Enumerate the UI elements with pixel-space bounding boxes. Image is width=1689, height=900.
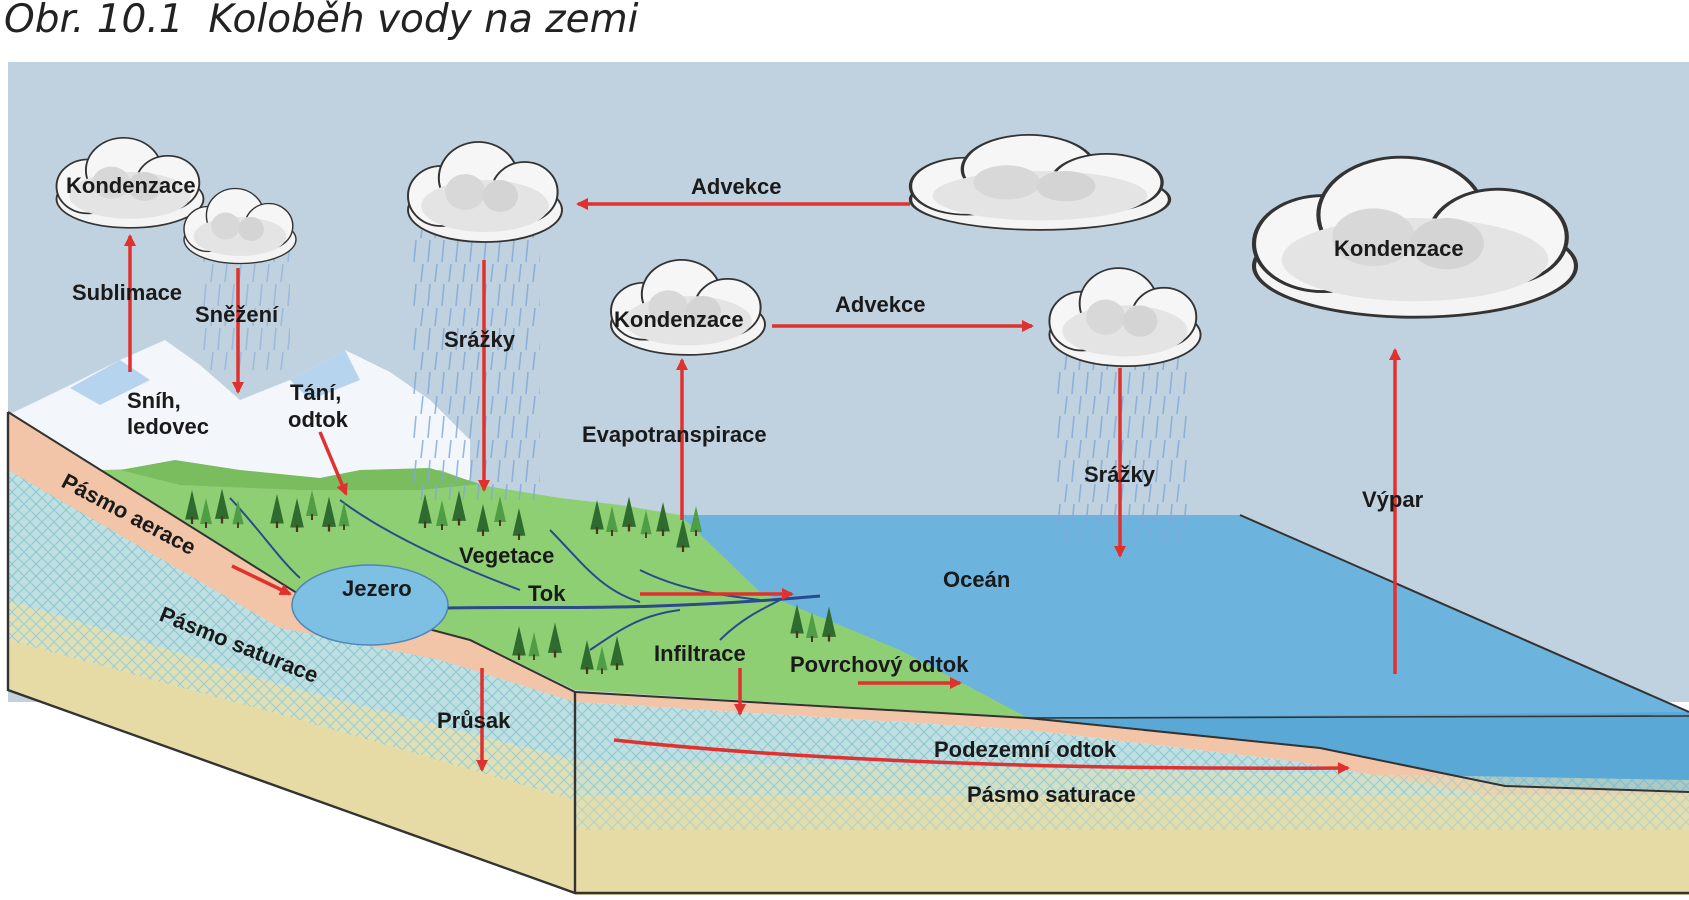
label-snezeni: Sněžení (195, 302, 279, 327)
arrow-tani (318, 431, 348, 496)
rain-right (1055, 350, 1190, 550)
label-tani-1: Tání, (290, 380, 341, 405)
label-kondenzace-right: Kondenzace (1334, 236, 1464, 261)
rivers (229, 497, 821, 651)
process-arrows (124, 198, 1401, 775)
label-kondenzace-left: Kondenzace (66, 173, 196, 198)
label-pasmo-saturace-right: Pásmo saturace (967, 782, 1136, 807)
label-tok: Tok (528, 581, 566, 606)
label-kondenzace-mid: Kondenzace (614, 307, 744, 332)
label-jezero: Jezero (342, 576, 412, 601)
arrow-aerace (231, 564, 292, 596)
label-vypar: Výpar (1362, 487, 1424, 512)
rain-left (410, 230, 540, 500)
label-podzemni-odtok: Podezemní odtok (934, 737, 1117, 762)
rain-snow (200, 250, 290, 370)
label-prusak: Průsak (437, 708, 511, 733)
label-srazky-right: Srážky (1084, 462, 1156, 487)
label-evapotranspirace: Evapotranspirace (582, 422, 767, 447)
label-vegetace: Vegetace (459, 543, 554, 568)
label-tani-2: odtok (288, 407, 349, 432)
label-sublimace: Sublimace (72, 280, 182, 305)
label-srazky-left: Srážky (444, 327, 516, 352)
arrow-podzemni (613, 738, 1350, 775)
label-snih-2: ledovec (127, 414, 209, 439)
label-povrchovy-odtok: Povrchový odtok (790, 652, 969, 677)
label-infiltrace: Infiltrace (654, 641, 746, 666)
label-ocean: Oceán (943, 567, 1010, 592)
label-snih-1: Sníh, (127, 388, 181, 413)
lake (291, 564, 449, 646)
ocean-front (1028, 712, 1689, 792)
label-advekce-top: Advekce (691, 174, 782, 199)
label-advekce-mid: Advekce (835, 292, 926, 317)
figure-title: Obr. 10.1 Koloběh vody na zemi (4, 0, 639, 42)
land (8, 412, 1028, 718)
ocean-surface (640, 515, 1689, 718)
